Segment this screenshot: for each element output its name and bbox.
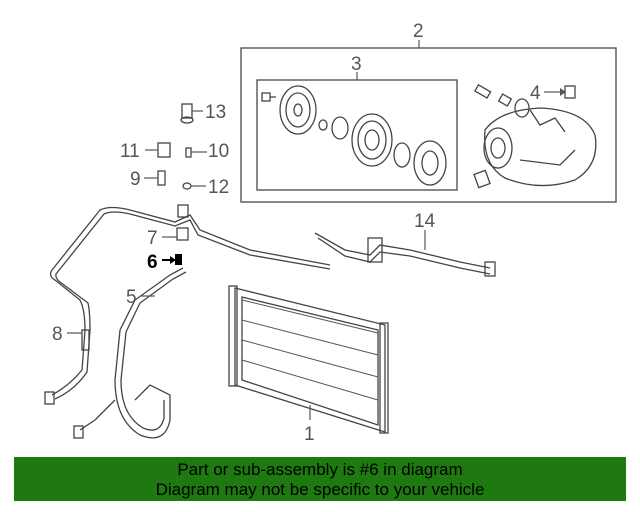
info-banner: Part or sub-assembly is #6 in diagram Di…	[14, 457, 626, 501]
callout-12[interactable]: 12	[208, 177, 229, 198]
callout-14[interactable]: 14	[414, 211, 436, 232]
callout-1[interactable]: 1	[304, 424, 315, 445]
parts-diagram: 2 3 4	[44, 21, 617, 445]
callout-7[interactable]: 7	[147, 228, 158, 249]
callout-6[interactable]: 6	[147, 252, 158, 273]
callout-4[interactable]: 4	[530, 83, 541, 104]
callout-3[interactable]: 3	[351, 54, 362, 75]
callout-10[interactable]: 10	[208, 141, 229, 162]
condenser	[228, 285, 389, 434]
banner-line-part-number: Part or sub-assembly is #6 in diagram	[177, 460, 463, 479]
compressor-assembly-box	[240, 47, 617, 203]
callout-13[interactable]: 13	[205, 102, 226, 123]
callout-8[interactable]: 8	[52, 324, 63, 345]
callout-11[interactable]: 11	[120, 141, 140, 162]
callout-9[interactable]: 9	[130, 169, 141, 190]
hose-5	[114, 267, 184, 439]
clutch-parts	[261, 85, 447, 186]
small-parts	[157, 103, 194, 190]
callout-5[interactable]: 5	[126, 287, 137, 308]
hose-8	[51, 206, 331, 271]
callout-2[interactable]: 2	[413, 21, 424, 42]
banner-line-disclaimer: Diagram may not be specific to your vehi…	[155, 480, 485, 499]
compressor-body	[473, 84, 597, 189]
hose-14	[314, 232, 491, 269]
part-6-o-ring	[175, 254, 182, 265]
